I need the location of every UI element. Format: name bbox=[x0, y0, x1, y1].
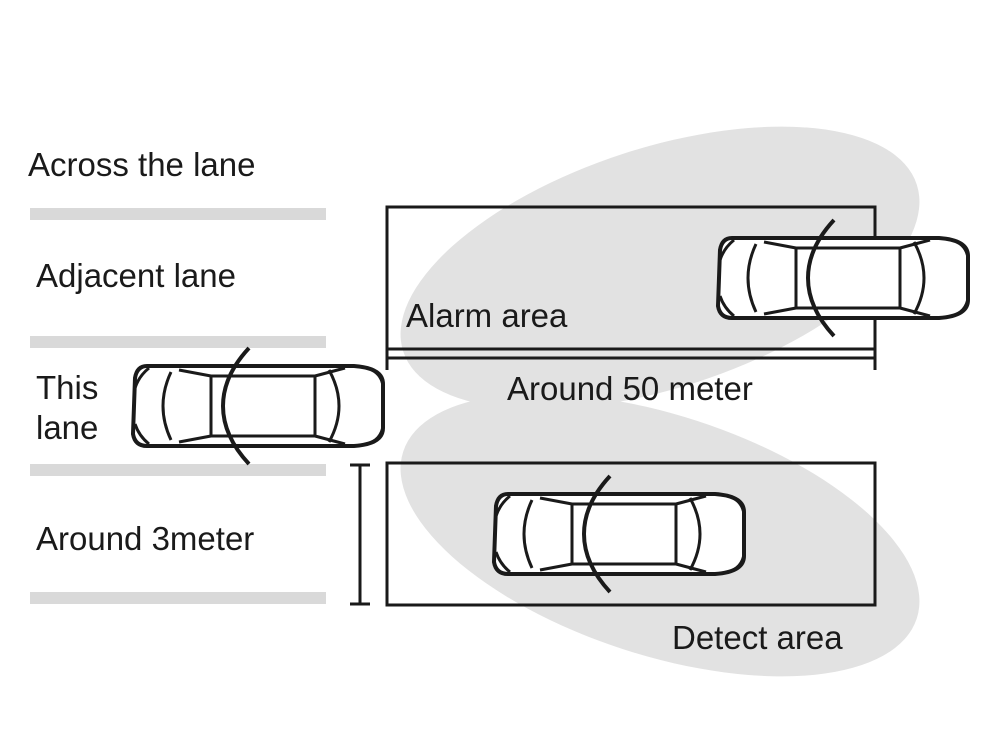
across-lane-label: Across the lane bbox=[28, 146, 255, 183]
detect-area-label: Detect area bbox=[672, 619, 843, 656]
distance-label: Around 50 meter bbox=[507, 370, 753, 407]
car-detect-area bbox=[492, 474, 746, 594]
adjacent-lane-label: Adjacent lane bbox=[36, 257, 236, 294]
lane-marking-4 bbox=[30, 592, 326, 604]
lane-width-label: Around 3meter bbox=[36, 520, 254, 557]
upper-detection-zone bbox=[400, 126, 920, 410]
lane-marking-3 bbox=[30, 464, 326, 476]
alarm-area-label: Alarm area bbox=[406, 297, 568, 334]
detect-area-box bbox=[385, 461, 877, 607]
lane-width-dimension-line bbox=[350, 463, 370, 606]
car-alarm-area bbox=[716, 218, 970, 338]
car-this-lane bbox=[131, 346, 385, 466]
this-lane-label-line2: lane bbox=[36, 409, 98, 446]
lane-marking-2 bbox=[30, 336, 326, 348]
this-lane-label-line1: This bbox=[36, 369, 98, 406]
distance-dimension-line bbox=[385, 348, 877, 370]
lane-marking-1 bbox=[30, 208, 326, 220]
